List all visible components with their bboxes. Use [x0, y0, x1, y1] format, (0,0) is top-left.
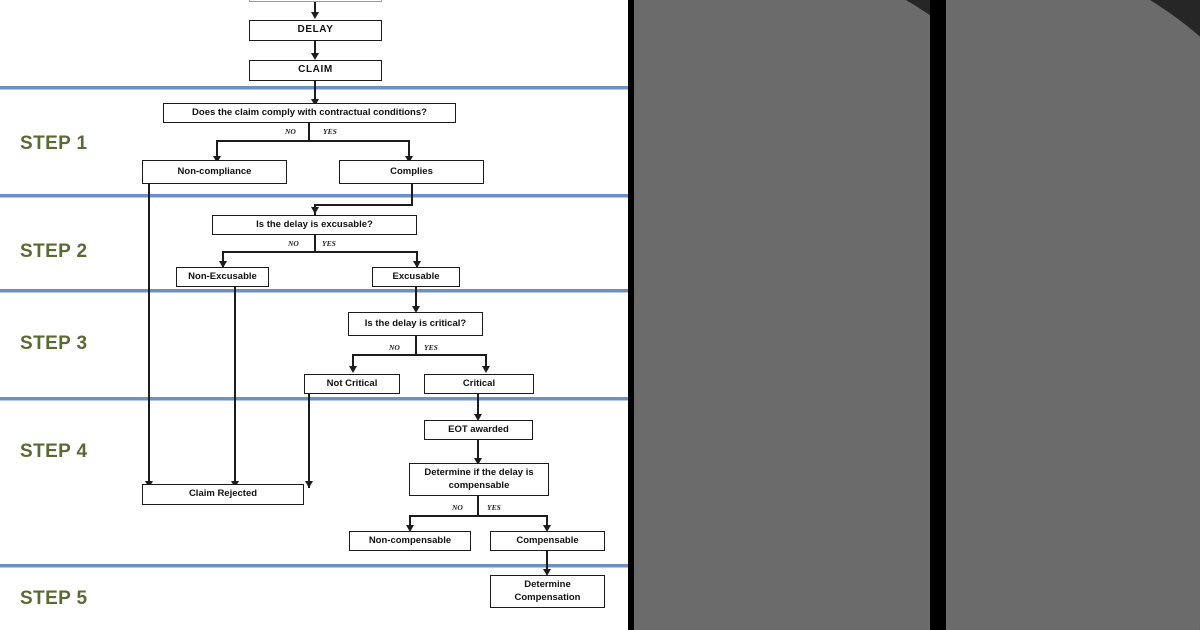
arrowhead-claim-q1 — [310, 99, 319, 106]
connector-qcomp-stem — [477, 496, 479, 516]
node-critical[interactable]: Critical — [424, 374, 534, 394]
connector-q3-stem — [415, 336, 417, 355]
decorative-circle-panel-2 — [946, 0, 1200, 630]
connector-q2-yes — [416, 251, 418, 268]
arrowhead-qcomp-no — [405, 525, 414, 532]
node-claim[interactable]: CLAIM — [249, 60, 382, 81]
arrowhead-upstream-delay — [310, 12, 319, 19]
connector-complies-down — [411, 184, 413, 206]
connector-critical-eot — [477, 394, 479, 419]
connector-delay-claim — [314, 41, 316, 55]
flowchart-panel: STEP 1 STEP 2 STEP 3 STEP 4 STEP 5 DELAY… — [0, 0, 628, 630]
connector-excusable-q3 — [415, 287, 417, 311]
swimlane-divider-3 — [0, 289, 628, 293]
connector-compensable-determine — [546, 551, 548, 574]
connector-q3-yes — [485, 354, 487, 371]
node-question-critical[interactable]: Is the delay is critical? — [348, 312, 483, 336]
arrowhead-eot-qcomp — [473, 458, 482, 465]
connector-noncompliance-rejected — [148, 184, 150, 488]
node-eot-awarded[interactable]: EOT awarded — [424, 420, 533, 440]
arrowhead-q1-yes — [404, 156, 413, 163]
node-question-excusable[interactable]: Is the delay is excusable? — [212, 215, 417, 235]
swimlane-divider-2 — [0, 194, 628, 198]
connector-nonexcusable-rejected — [234, 287, 236, 488]
gray-circle-shape — [946, 0, 1200, 630]
connector-upstream-delay — [314, 2, 316, 14]
step-label-2: STEP 2 — [20, 241, 88, 262]
connector-qcomp-bus — [409, 515, 548, 517]
connector-q1-no — [216, 140, 218, 159]
arrowhead-q2-yes — [412, 261, 421, 268]
arrowhead-q3-yes — [481, 366, 490, 373]
node-not-critical[interactable]: Not Critical — [304, 374, 400, 394]
connector-q2-bus — [222, 251, 418, 253]
arrowhead-complies-q2 — [310, 207, 319, 214]
connector-eot-qcomp — [477, 440, 479, 464]
arrowhead-delay-claim — [310, 53, 319, 60]
arrowhead-q2-no — [218, 261, 227, 268]
node-compensable[interactable]: Compensable — [490, 531, 605, 551]
decorative-circle-panel-1 — [634, 0, 930, 630]
arrowhead-critical-eot — [473, 414, 482, 421]
arrowhead-qcomp-yes — [542, 525, 551, 532]
arrowhead-excusable-q3 — [411, 306, 420, 313]
arrowhead-q1-no — [212, 156, 221, 163]
connector-q3-bus — [352, 354, 487, 356]
node-claim-rejected[interactable]: Claim Rejected — [142, 484, 304, 505]
node-delay[interactable]: DELAY — [249, 20, 382, 41]
branch-label-q3-yes: YES — [424, 343, 438, 352]
connector-q2-stem — [314, 235, 316, 252]
connector-q1-bus — [216, 140, 410, 142]
step-label-3: STEP 3 — [20, 333, 88, 354]
swimlane-divider-5 — [0, 564, 628, 568]
branch-label-q4-yes: YES — [487, 503, 501, 512]
connector-qcomp-no — [409, 515, 411, 530]
branch-label-q2-yes: YES — [322, 239, 336, 248]
node-question-compensable[interactable]: Determine if the delay is compensable — [409, 463, 549, 496]
connector-q3-no — [352, 354, 354, 371]
step-label-5: STEP 5 — [20, 588, 88, 609]
branch-label-q1-yes: YES — [323, 127, 337, 136]
connector-q2-no — [222, 251, 224, 268]
connector-complies-over — [314, 204, 413, 206]
swimlane-divider-4 — [0, 397, 628, 401]
node-complies[interactable]: Complies — [339, 160, 484, 184]
connector-q1-stem — [308, 123, 310, 141]
node-determine-compensation[interactable]: Determine Compensation — [490, 575, 605, 608]
connector-qcomp-yes — [546, 515, 548, 530]
branch-label-q1-no: NO — [285, 127, 296, 136]
node-non-compliance[interactable]: Non-compliance — [142, 160, 287, 184]
step-label-4: STEP 4 — [20, 441, 88, 462]
connector-notcritical-rejected — [308, 394, 310, 488]
node-excusable[interactable]: Excusable — [372, 267, 460, 287]
node-upstream-clipped — [249, 0, 382, 2]
branch-label-q4-no: NO — [452, 503, 463, 512]
arrowhead-compensable-determine — [542, 569, 551, 576]
gray-circle-shape — [634, 0, 930, 630]
connector-claim-q1 — [314, 81, 316, 101]
step-label-1: STEP 1 — [20, 133, 88, 154]
arrowhead-notcritical-rejected — [304, 481, 313, 488]
arrowhead-q3-no — [348, 366, 357, 373]
node-question-comply[interactable]: Does the claim comply with contractual c… — [163, 103, 456, 123]
node-non-compensable[interactable]: Non-compensable — [349, 531, 471, 551]
node-non-excusable[interactable]: Non-Excusable — [176, 267, 269, 287]
branch-label-q2-no: NO — [288, 239, 299, 248]
branch-label-q3-no: NO — [389, 343, 400, 352]
connector-q1-yes — [408, 140, 410, 159]
